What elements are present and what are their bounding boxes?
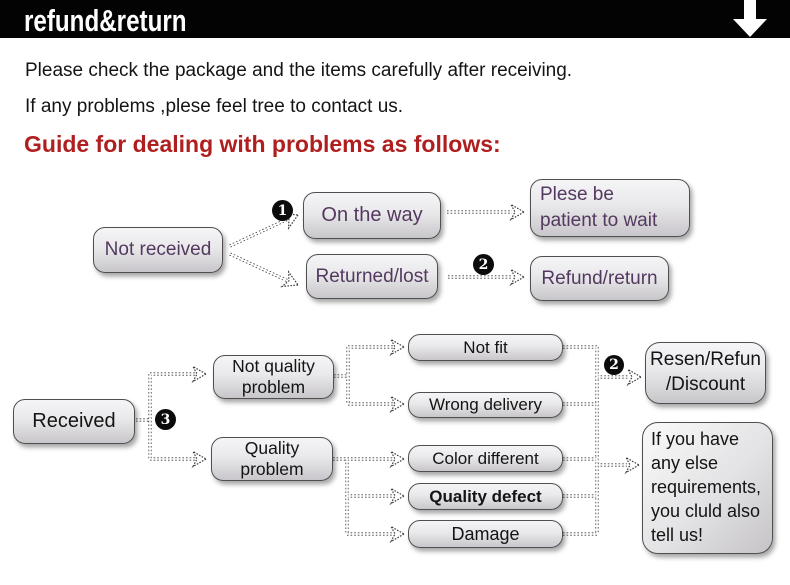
node-received: Received (13, 399, 135, 444)
node-quality-defect: Quality defect (408, 483, 563, 510)
node-patient-wait-line2: patient to wait (540, 210, 658, 231)
step-badge-1: 1 (272, 200, 293, 221)
step-badge-2: 2 (473, 254, 494, 275)
node-not-quality-line2: problem (241, 377, 306, 397)
arrowhead-quality-defect (389, 486, 406, 506)
arrowhead-color-different (389, 449, 406, 469)
arrowhead-patient (509, 202, 526, 222)
step-badge-2-repeat: 2 (604, 355, 624, 375)
node-note: If you have any else requirements, you c… (642, 422, 773, 554)
arrowhead-quality (191, 449, 208, 469)
node-not-quality-line1: Not quality (232, 356, 315, 376)
node-patient-wait-line1: Plese be (540, 184, 614, 206)
node-note-line1: If you have (651, 429, 740, 450)
node-quality-line1: Quality (244, 438, 300, 458)
node-returned-lost: Returned/lost (306, 254, 438, 299)
node-damage: Damage (408, 520, 563, 548)
arrowhead-not-quality (191, 364, 208, 384)
header-down-arrow-icon (733, 0, 767, 37)
node-resen-line2: /Discount (665, 374, 746, 395)
node-patient-wait: Plese be patient to wait (530, 179, 690, 237)
header-bar: refund&return (0, 0, 790, 38)
node-refund-return: Refund/return (530, 256, 669, 301)
node-not-fit: Not fit (408, 334, 563, 361)
node-on-the-way: On the way (303, 192, 441, 239)
arrowhead-resen (626, 367, 643, 387)
node-not-received: Not received (93, 227, 223, 273)
step-badge-3: 3 (155, 409, 176, 430)
arrowhead-refund-return (509, 267, 526, 287)
node-wrong-delivery: Wrong delivery (408, 392, 563, 418)
node-note-line2: any else (651, 453, 719, 474)
node-note-line3: requirements, (651, 477, 762, 498)
arrowhead-damage (389, 524, 406, 544)
node-note-line5: tell us! (651, 524, 704, 545)
node-note-line4: you cluld also (651, 500, 761, 521)
intro-line-2: If any problems ,plese feel tree to cont… (25, 96, 404, 117)
arrowhead-note (624, 455, 641, 475)
page-title: refund&return (24, 3, 187, 38)
node-quality-problem: Quality problem (211, 437, 333, 481)
arrowhead-not-fit (389, 337, 406, 357)
arrowhead-returned-lost (280, 269, 300, 288)
node-not-quality-problem: Not quality problem (213, 355, 334, 399)
arrowhead-wrong-delivery (389, 394, 406, 414)
arrowheads (191, 202, 643, 544)
node-color-different: Color different (408, 445, 563, 472)
node-resen-refun-discount: Resen/Refun /Discount (645, 342, 766, 404)
guide-heading: Guide for dealing with problems as follo… (24, 131, 501, 157)
node-resen-line1: Resen/Refun (650, 349, 761, 371)
intro-line-1: Please check the package and the items c… (25, 60, 573, 81)
node-quality-line2: problem (240, 459, 304, 479)
